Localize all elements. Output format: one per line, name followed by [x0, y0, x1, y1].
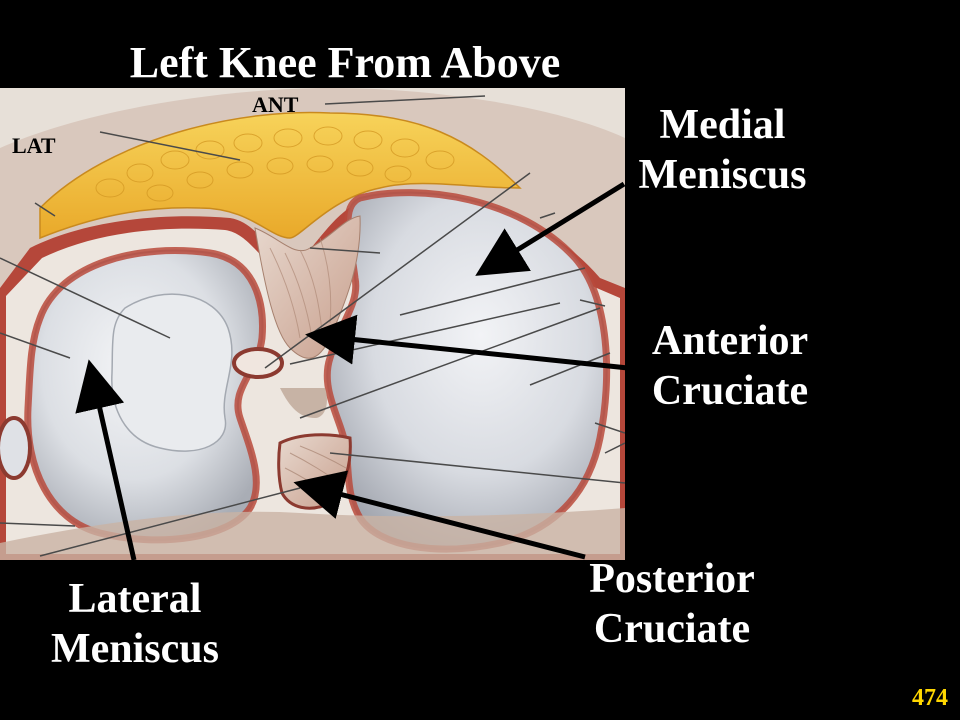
slide-title: Left Knee From Above — [129, 38, 561, 87]
anterior-cruciate-label-line1: Anterior — [651, 318, 809, 364]
posterior-cruciate-label-line2: Cruciate — [593, 606, 751, 652]
fat-lobules — [95, 126, 455, 202]
medial-meniscus-label-line2: Meniscus — [638, 152, 807, 198]
anterior-cruciate-label-line2: Cruciate — [651, 368, 809, 414]
popliteus-tendon — [0, 416, 32, 480]
medial-meniscus-label-line1: Medial — [659, 102, 786, 148]
posterior-cruciate-label: Posterior Cruciate — [572, 554, 772, 654]
acl-cut-stump — [232, 347, 284, 379]
anterior-cruciate-label: Anterior Cruciate — [630, 316, 830, 416]
intercondylar-eminence — [280, 388, 327, 418]
lateral-orientation-label: LAT — [12, 133, 56, 158]
lateral-meniscus-label-line1: Lateral — [68, 576, 202, 622]
lateral-meniscus-label-line2: Meniscus — [51, 626, 219, 672]
knee-illustration — [0, 88, 625, 560]
posterior-cruciate-label-line1: Posterior — [589, 556, 755, 602]
medial-meniscus-label: Medial Meniscus — [620, 100, 825, 200]
page-number: 474 — [912, 685, 948, 711]
lateral-articular-cartilage — [111, 293, 233, 452]
anterior-orientation-label: ANT — [252, 92, 299, 117]
lateral-meniscus-label: Lateral Meniscus — [30, 574, 240, 674]
